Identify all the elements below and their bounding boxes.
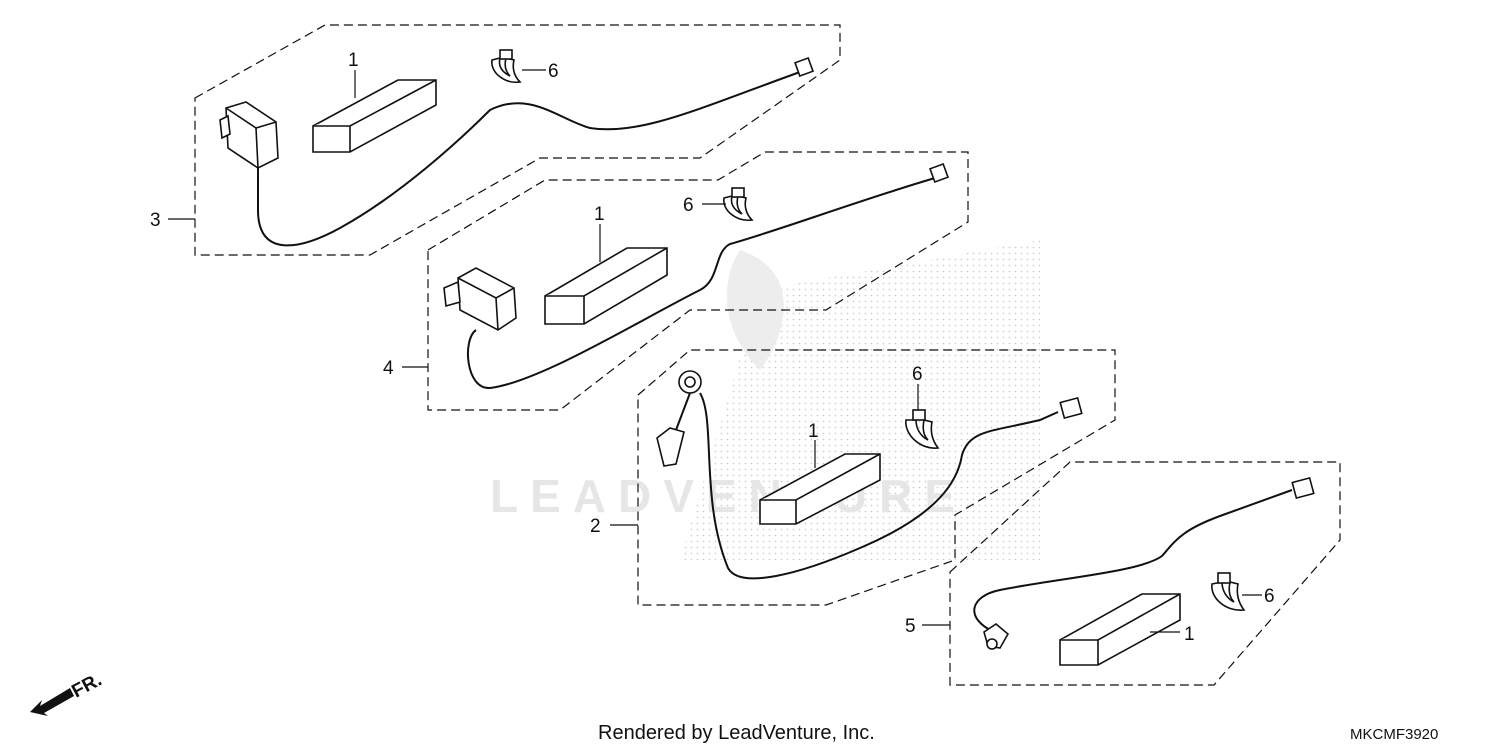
callout-1-g4: 1: [594, 204, 605, 225]
arrow-left-icon: [30, 688, 74, 716]
watermark-text: LEADVENTURE: [490, 470, 967, 522]
adhesive-pad: [1059, 593, 1181, 666]
group-4-boundary: [427, 151, 969, 411]
kit-group-4: 4 1 6: [383, 151, 969, 411]
callout-2: 2: [590, 516, 601, 537]
adhesive-pad: [312, 79, 437, 153]
connector: [656, 427, 685, 467]
group-5-boundary: [949, 461, 1341, 686]
callout-1-g5: 1: [1184, 624, 1195, 645]
wire-clip: [1211, 581, 1246, 611]
control-module: [225, 101, 279, 169]
footer-credit: Rendered by LeadVenture, Inc.: [598, 722, 875, 744]
wire-harness: [973, 489, 1293, 633]
wire-harness: [466, 177, 936, 390]
adhesive-pad: [544, 247, 668, 325]
callout-1-g3: 1: [348, 50, 359, 71]
callout-6-g2: 6: [912, 364, 923, 385]
group-2-boundary: [637, 349, 1116, 606]
front-direction-indicator: FR.: [30, 669, 105, 716]
diagram-code: MKCMF3920: [1350, 726, 1438, 743]
kit-group-2: 2 1 6: [590, 349, 1116, 606]
callout-3: 3: [150, 210, 161, 231]
direction-label: FR.: [68, 669, 105, 702]
callout-6-g4: 6: [683, 195, 694, 216]
callout-1-g2: 1: [808, 421, 819, 442]
kit-group-3: 3 1 6: [150, 24, 841, 256]
kit-group-5: 5 1 6: [905, 461, 1341, 686]
wire-clip: [491, 56, 522, 83]
callout-5: 5: [905, 616, 916, 637]
callout-6-g5: 6: [1264, 586, 1275, 607]
wire-harness: [257, 71, 801, 247]
callout-4: 4: [383, 358, 394, 379]
control-module: [457, 267, 517, 331]
wire-clip: [723, 194, 754, 221]
wire-harness: [699, 392, 1059, 580]
group-3-boundary: [194, 24, 841, 256]
adhesive-pad: [759, 453, 881, 525]
callout-6-g3: 6: [548, 61, 559, 82]
